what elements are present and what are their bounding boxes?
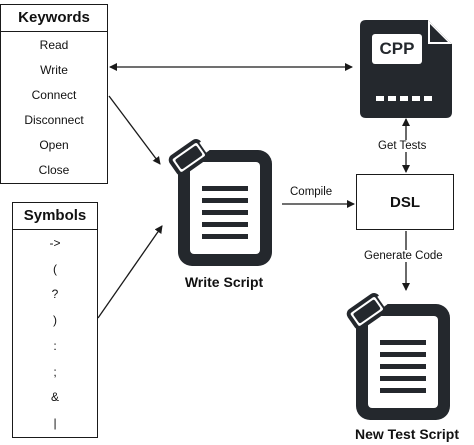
symbol-item: : bbox=[53, 338, 57, 353]
keyword-item: Write bbox=[40, 62, 68, 77]
new-test-script-document-icon bbox=[346, 293, 450, 420]
keyword-item: Connect bbox=[31, 87, 77, 102]
cpp-file-icon bbox=[360, 20, 452, 118]
symbols-box: Symbols -> ( ? ) : ; & | bbox=[12, 202, 98, 438]
symbols-list: -> ( ? ) : ; & | bbox=[13, 230, 97, 436]
keyword-item: Disconnect bbox=[24, 112, 84, 127]
symbol-item: -> bbox=[49, 235, 61, 250]
symbol-item: ? bbox=[51, 287, 59, 302]
write-script-label: Write Script bbox=[184, 274, 264, 290]
keyword-item: Close bbox=[38, 162, 70, 177]
keywords-list: Read Write Connect Disconnect Open Close bbox=[1, 32, 107, 182]
dsl-label: DSL bbox=[390, 193, 420, 211]
keywords-to-script-arrow bbox=[108, 95, 161, 165]
symbol-item: & bbox=[50, 390, 59, 405]
symbol-item: ( bbox=[53, 261, 57, 276]
symbol-item: ; bbox=[53, 364, 57, 379]
keyword-item: Open bbox=[39, 137, 69, 152]
symbol-item: | bbox=[53, 416, 57, 431]
dsl-box: DSL bbox=[356, 174, 454, 230]
keywords-box: Keywords Read Write Connect Disconnect O… bbox=[0, 4, 108, 184]
generate-code-label: Generate Code bbox=[364, 250, 443, 262]
keywords-title: Keywords bbox=[1, 5, 107, 32]
cpp-label: CPP bbox=[379, 39, 415, 58]
new-test-script-label: New Test Script bbox=[355, 426, 459, 442]
compile-label: Compile bbox=[290, 186, 333, 198]
keyword-item: Read bbox=[39, 37, 69, 52]
write-script-document-icon bbox=[168, 139, 272, 266]
symbol-item: ) bbox=[53, 313, 57, 328]
symbols-title: Symbols bbox=[13, 203, 97, 230]
symbols-to-script-arrow bbox=[97, 225, 163, 319]
get-tests-label: Get Tests bbox=[378, 140, 427, 152]
